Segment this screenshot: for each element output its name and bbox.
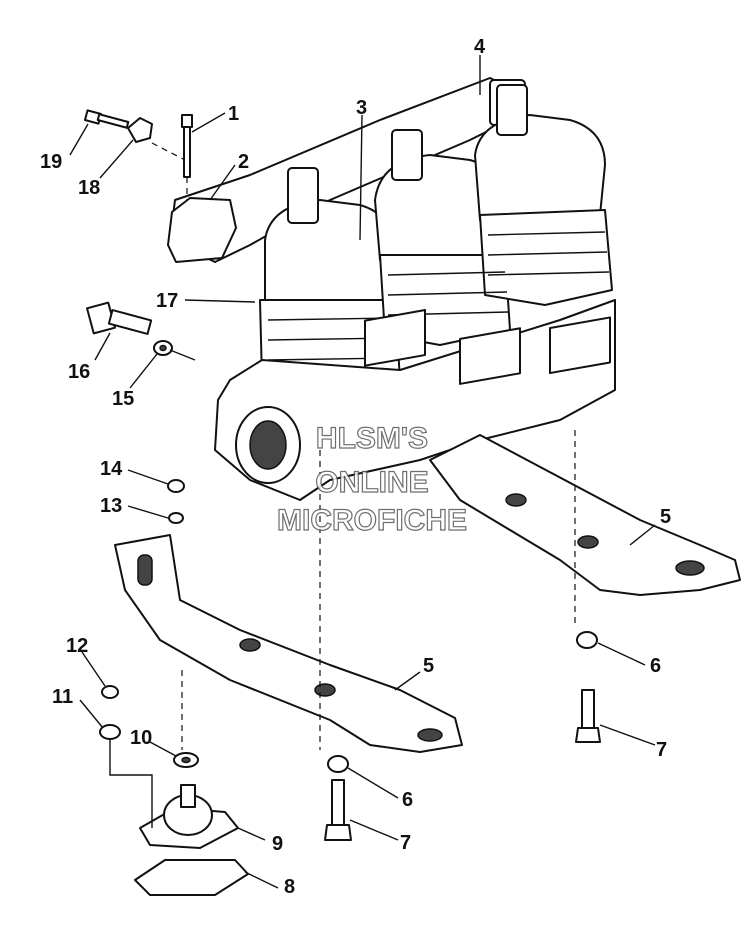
nut-part-12 [101, 685, 119, 699]
callout-labels: 1 2 3 4 5 5 6 6 7 7 8 9 10 11 12 13 14 1… [40, 36, 671, 898]
callout-10: 10 [130, 727, 152, 749]
callout-7-left: 7 [400, 832, 411, 854]
callout-8: 8 [284, 876, 295, 898]
housing-part-2 [167, 197, 237, 263]
watermark-line-1: HLSM'S [316, 422, 428, 455]
watermark: HLSM'S ONLINE MICROFICHE [276, 421, 467, 537]
nut-part-13 [168, 512, 184, 524]
callout-2: 2 [238, 151, 249, 173]
callout-11: 11 [52, 686, 73, 708]
callout-6-right: 6 [650, 655, 661, 677]
mount-plate-right-hole [505, 493, 527, 507]
callout-6-left: 6 [402, 789, 413, 811]
nut-part-14 [167, 479, 185, 493]
leader-lines [69, 55, 656, 889]
assembly-lines [109, 142, 576, 828]
callout-12: 12 [66, 635, 88, 657]
callout-4: 4 [474, 36, 486, 58]
washer-part-6-left [327, 755, 349, 773]
gasket-part-8 [134, 859, 249, 896]
bracket-part-18 [127, 117, 153, 143]
engine-mount-part-9 [139, 784, 239, 849]
washer-part-6-right [576, 631, 598, 649]
engine-assembly [169, 77, 616, 501]
bolt-part-7-right [575, 689, 601, 743]
watermark-line-3: MICROFICHE [277, 504, 467, 537]
callout-5-left: 5 [423, 655, 434, 677]
watermark-line-2: ONLINE [315, 466, 428, 499]
callout-13: 13 [100, 495, 122, 517]
callout-7-right: 7 [656, 739, 667, 761]
callout-19: 19 [40, 151, 62, 173]
callout-14: 14 [100, 458, 123, 480]
callout-9: 9 [272, 833, 283, 855]
bolt-part-19 [83, 109, 130, 129]
bolt-part-7-left [324, 779, 352, 841]
callout-16: 16 [68, 361, 90, 383]
callout-17: 17 [156, 290, 178, 312]
mount-plate-left-slot [137, 554, 153, 586]
callout-1: 1 [228, 103, 239, 125]
callout-3: 3 [356, 97, 367, 119]
callout-5-right: 5 [660, 506, 671, 528]
callout-18: 18 [78, 177, 100, 199]
mount-plate-left [114, 534, 463, 753]
mount-plate-right [429, 434, 741, 596]
washer-part-11 [99, 724, 121, 740]
bolt-part-1 [181, 114, 193, 178]
bolt-part-16 [86, 301, 153, 335]
callout-15: 15 [112, 388, 134, 410]
